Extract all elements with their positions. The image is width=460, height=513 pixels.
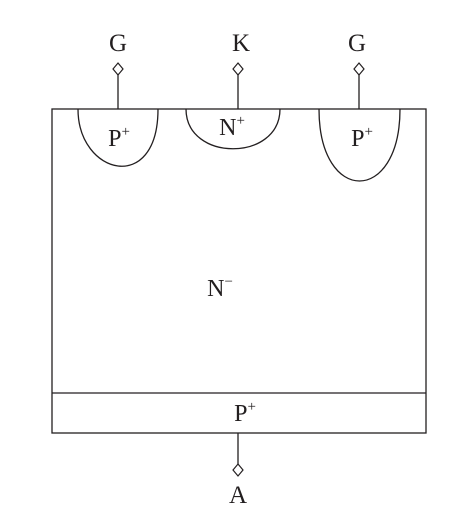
p-plus-left-well bbox=[77, 108, 159, 167]
n-plus-cathode-label: N+ bbox=[219, 113, 245, 141]
gate-left-terminal bbox=[112, 62, 124, 76]
n-plus-cathode-well bbox=[185, 108, 281, 150]
p-plus-right-well bbox=[318, 108, 401, 182]
gate-right-terminal bbox=[353, 62, 365, 76]
p-plus-left-label: P+ bbox=[108, 124, 130, 152]
p-plus-anode-label: P+ bbox=[234, 399, 256, 427]
n-minus-drift-label: N− bbox=[207, 274, 233, 302]
gate-left-label: G bbox=[109, 30, 127, 57]
gate-right-label: G bbox=[348, 30, 366, 57]
cathode-label: K bbox=[232, 30, 250, 57]
anode-label: A bbox=[229, 482, 247, 509]
cathode-terminal bbox=[232, 62, 244, 76]
anode-terminal bbox=[232, 463, 244, 477]
device-body bbox=[51, 108, 427, 434]
p-plus-right-label: P+ bbox=[351, 124, 373, 152]
